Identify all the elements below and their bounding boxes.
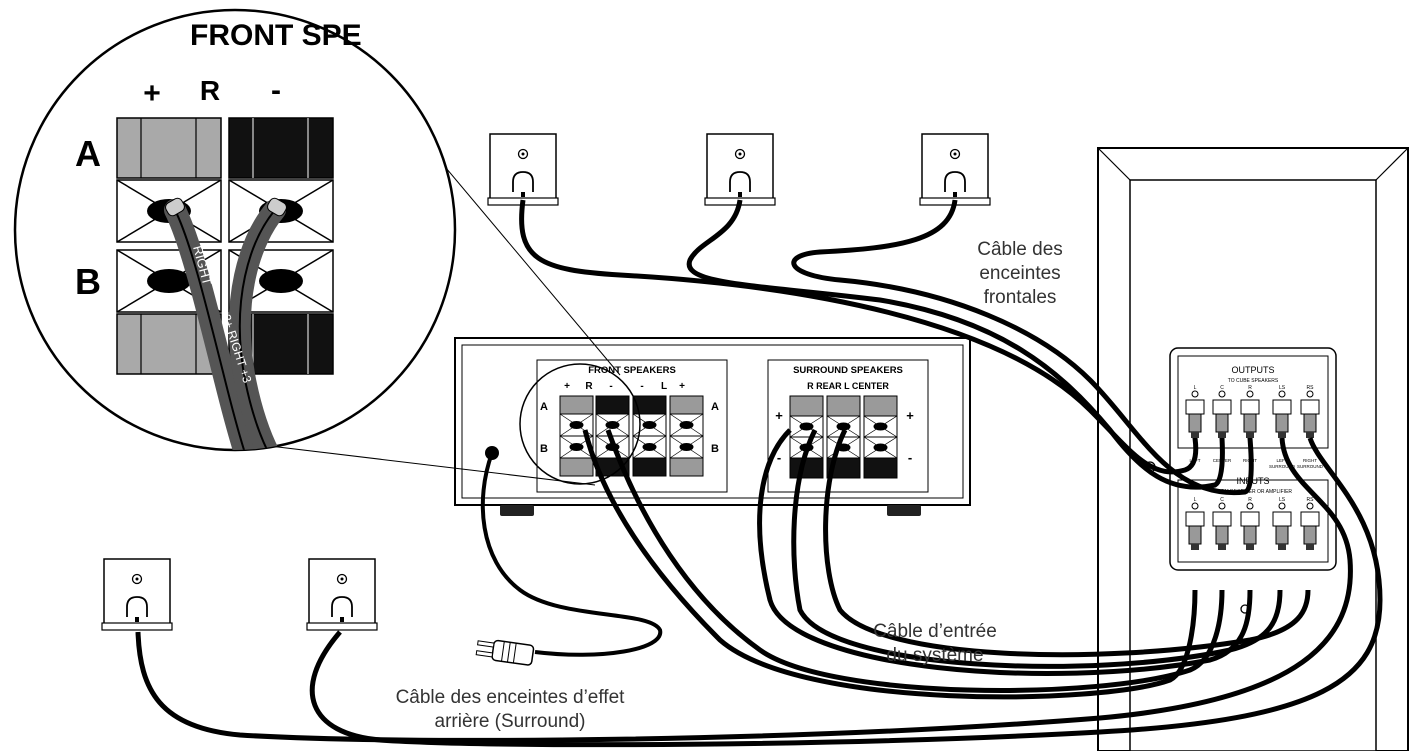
rear-left-cube-speaker [101,558,173,631]
receiver-surround-post [863,395,898,417]
rear-right-cube-speaker [306,558,378,631]
receiver-surround-terminal[interactable] [826,415,861,438]
zoom-line-bottom [219,439,596,486]
input-column-label: C [1220,497,1224,503]
front-column-label: L [661,381,667,392]
output-column-label: LS [1279,385,1286,391]
receiver-surround-post [826,395,861,417]
receiver-front-post [595,395,630,415]
system-input-label-line1: Câble d’entrée [873,621,997,642]
receiver-front-post [669,395,704,415]
receiver-front-terminal[interactable] [669,413,704,437]
surround-minus-left: - [777,450,781,465]
zoom-inset [13,8,457,452]
channel-label: SURROUND [1269,464,1296,469]
channel-label: RIGHT [1303,458,1317,463]
front-cable-label-line1: Câble des [977,239,1063,260]
input-column-label: L [1194,497,1197,503]
output-column-label: RS [1307,385,1315,391]
subwoofer-terminal[interactable] [1240,390,1260,438]
subwoofer-terminal[interactable] [1300,390,1320,438]
front-column-label: + [564,381,570,392]
zoom-r-label: R [200,75,220,106]
receiver-surround-post [789,457,824,479]
subwoofer-terminal[interactable] [1212,390,1232,438]
receiver-row-b-left: B [540,443,548,455]
receiver-surround-terminal[interactable] [826,436,861,459]
receiver-surround-post [789,395,824,417]
surround-cable-label-line1: Câble des enceintes d’effet [396,687,626,708]
receiver-front-post [669,457,704,477]
front-left-cube-speaker [487,133,559,206]
surround-cable-label-line2: arrière (Surround) [435,711,586,732]
receiver-front-post [559,395,594,415]
channel-label: LEFT [1276,458,1287,463]
receiver-row-a-left: A [540,401,548,413]
output-column-label: R [1248,385,1252,391]
subwoofer-terminal[interactable] [1272,502,1292,550]
channel-label: SURROUND [1297,464,1324,469]
surround-plus-right: + [906,408,914,423]
surround-columns: R REAR L CENTER [807,381,889,391]
subwoofer-terminal[interactable] [1240,502,1260,550]
zoom-minus-label: - [271,74,281,107]
outputs-label: OUTPUTS [1231,365,1274,375]
front-cable-label-line3: frontales [984,287,1057,308]
receiver-front-post [632,457,667,477]
inputs-sublabel: FROM RECEIVER OR AMPLIFIER [1214,489,1292,495]
input-column-label: RS [1307,497,1315,503]
center-cube-speaker [704,133,776,206]
power-plug [475,639,535,666]
zoom-row-a-label: A [75,133,101,174]
receiver-row-b-right: B [711,443,719,455]
front-right-cube-speaker [919,133,991,206]
receiver-front-post [559,457,594,477]
front-column-label: + [679,381,685,392]
subwoofer-terminal[interactable] [1185,390,1205,438]
receiver-surround-terminal[interactable] [863,436,898,459]
receiver-front-terminal[interactable] [595,413,630,437]
inputs-label: INPUTS [1236,476,1269,486]
front-column-label: R [585,381,593,392]
subwoofer-terminal[interactable] [1212,502,1232,550]
surround-minus-right: - [908,450,912,465]
receiver-front-terminal[interactable] [632,435,667,459]
receiver-front-terminal[interactable] [559,435,594,459]
front-column-label: - [609,381,612,392]
surround-speakers-label: SURROUND SPEAKERS [793,365,903,376]
subwoofer-terminal[interactable] [1300,502,1320,550]
receiver-surround-terminal[interactable] [863,415,898,438]
front-speakers-label: FRONT SPEAKERS [588,365,676,376]
output-column-label: L [1194,385,1197,391]
receiver-front-terminal[interactable] [632,413,667,437]
zoom-title: FRONT SPE [190,19,362,52]
receiver-row-a-right: A [711,401,719,413]
zoom-plus-label: + [143,77,161,110]
receiver-surround-terminal[interactable] [789,415,824,438]
zoom-focus-circle [519,363,641,485]
input-column-label: R [1248,497,1252,503]
cables [135,199,1383,748]
surround-plus-left: + [775,408,783,423]
front-cable-label-line2: enceintes [979,263,1060,284]
receiver-surround-post [863,457,898,479]
front-column-label: - [640,381,643,392]
outputs-sublabel: TO CUBE SPEAKERS [1228,378,1279,384]
subwoofer-terminal[interactable] [1185,502,1205,550]
receiver-front-terminal[interactable] [669,435,704,459]
output-column-label: C [1220,385,1224,391]
input-column-label: LS [1279,497,1286,503]
zoom-row-b-label: B [75,261,101,302]
subwoofer-terminal[interactable] [1272,390,1292,438]
system-input-label-line2: du système [886,645,983,666]
